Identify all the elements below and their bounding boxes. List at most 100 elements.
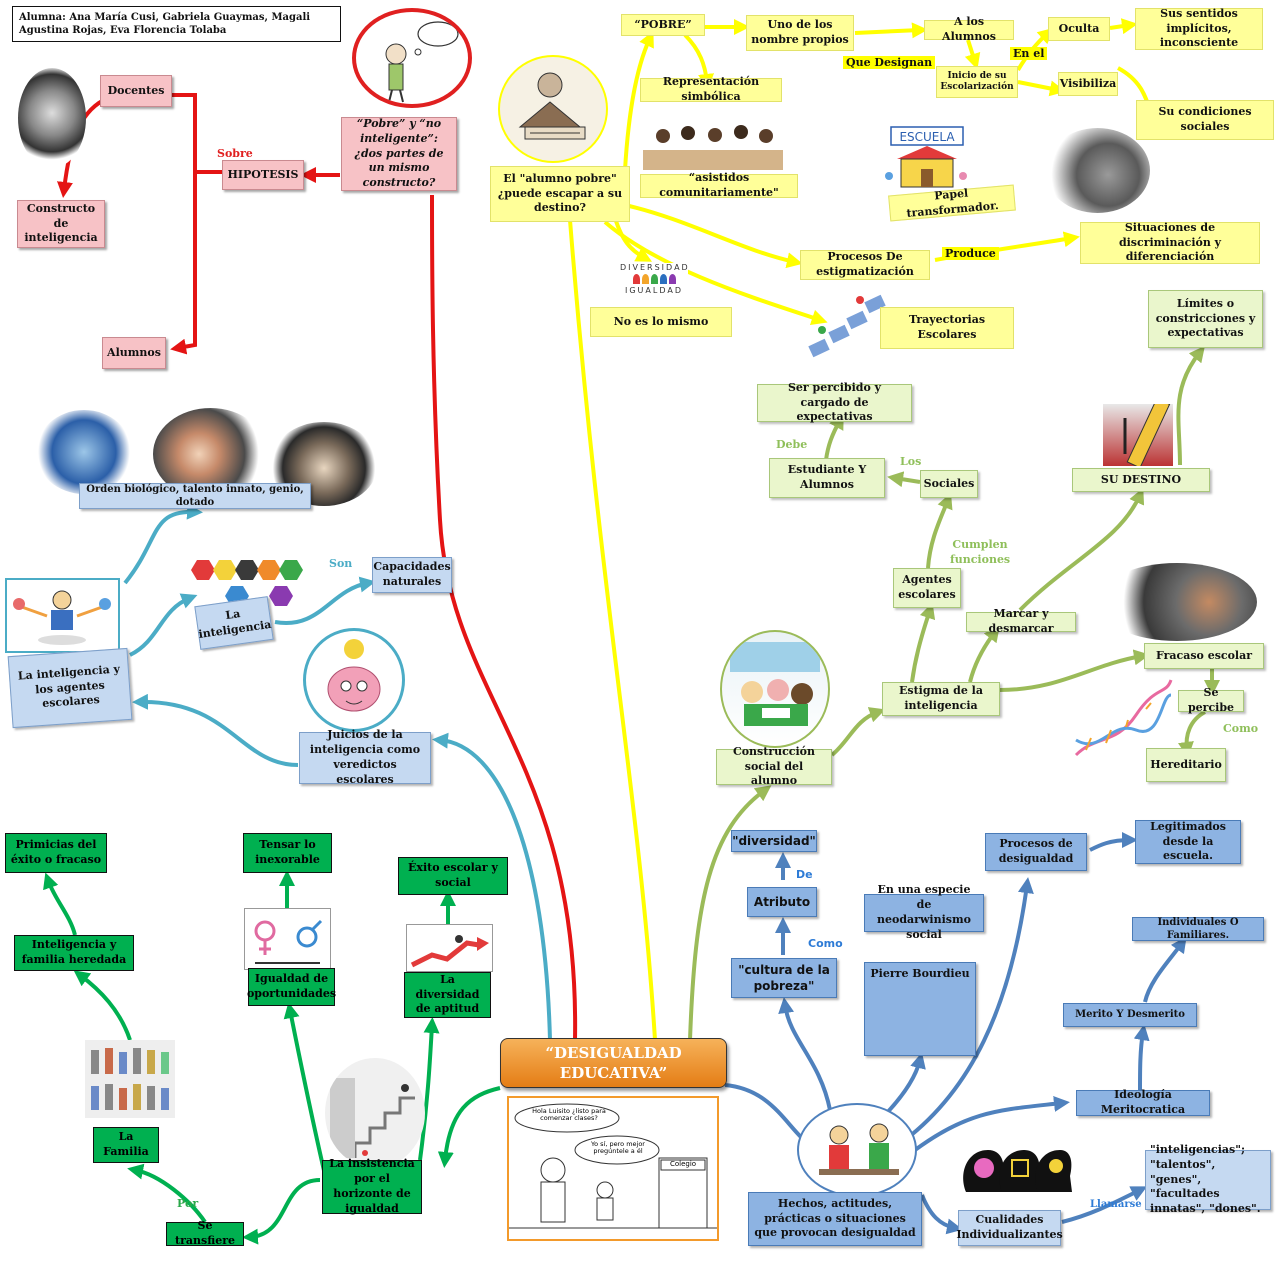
node-tensar: Tensar lo inexorable xyxy=(243,833,332,873)
authors-text: Alumna: Ana María Cusi, Gabriela Guaymas… xyxy=(19,12,311,36)
node-representacion-label: Representación simbólica xyxy=(662,75,760,103)
red-branch-lines xyxy=(57,93,578,1041)
node-trayectorias-label: Trayectorias Escolares xyxy=(908,313,986,341)
node-representacion: Representación simbólica xyxy=(640,75,782,103)
stairs-figure-image xyxy=(325,1058,425,1168)
cartoon-school-sign: Colegio xyxy=(669,1160,697,1168)
node-merito-label: Merito Y Desmerito xyxy=(1075,1009,1185,1021)
node-pobre-question-label: “Pobre” y “no inteligente”: ¿dos partes … xyxy=(354,116,444,190)
node-visibiliza: Visibiliza xyxy=(1058,72,1118,96)
node-individuales-label: Individuales O Familiares. xyxy=(1157,916,1239,942)
pencil-destiny-image xyxy=(1103,404,1173,466)
node-primicias-label: Primicias del éxito o fracaso xyxy=(10,838,102,866)
gender-balance-image xyxy=(244,908,331,970)
label-llamarse: Llamarse xyxy=(1090,1199,1142,1210)
link-to-no-es xyxy=(613,217,653,262)
link-estigma-to-marcar xyxy=(968,625,1000,683)
node-atributo: Atributo xyxy=(747,887,817,917)
node-condiciones-label: Su condiciones sociales xyxy=(1158,105,1252,133)
node-hereditario-label: Hereditario xyxy=(1150,757,1222,771)
node-estigma-label: Estigma de la inteligencia xyxy=(899,684,983,712)
node-limites: Límites o constricciones y expectativas xyxy=(1148,290,1263,348)
link-inicio-to-visibiliza xyxy=(1017,80,1066,97)
node-hipotesis: HIPOTESIS xyxy=(222,160,304,190)
node-docentes: Docentes xyxy=(100,75,172,107)
link-center-to-insistencia xyxy=(437,1086,501,1168)
link-ideologia-to-merito xyxy=(1133,1024,1150,1091)
node-sociales: Sociales xyxy=(920,470,978,498)
node-igualdad: Igualdad de oportunidades xyxy=(247,968,336,1006)
label-en-el: En el xyxy=(1010,47,1048,60)
node-orden: Orden biológico, talento innato, genio, … xyxy=(79,483,311,509)
link-procesos-to-legitimados xyxy=(1089,832,1138,852)
link-pobre-to-representacion xyxy=(683,33,715,90)
node-construccion-label: Construcción social del alumno xyxy=(732,744,816,788)
link-construccion-to-estigma xyxy=(830,707,886,757)
node-alumno-pobre-label: El "alumno pobre" ¿puede escapar a su de… xyxy=(497,171,623,215)
link-hechos-to-procesos xyxy=(903,877,1034,1142)
link-center-to-question xyxy=(430,194,578,1041)
label-que-designan: Que Designan xyxy=(843,56,936,69)
link-to-pobre xyxy=(623,30,654,171)
authors-box: Alumna: Ana María Cusi, Gabriela Guaymas… xyxy=(12,6,341,42)
node-diversidad-blue-label: "diversidad" xyxy=(732,833,816,848)
node-inteligencias-label: "inteligencias"; "talentos", "genes", "f… xyxy=(1150,1142,1261,1216)
node-pobre: “POBRE” xyxy=(621,14,705,36)
link-percibe-to-hereditario xyxy=(1178,710,1207,758)
node-percibido-label: Ser percibido y cargado de expectativas xyxy=(787,380,882,424)
central-topic: “DESIGUALDAD EDUCATIVA” xyxy=(500,1038,727,1088)
node-cultura: "cultura de la pobreza" xyxy=(731,958,837,998)
link-insistencia-to-igualdad xyxy=(283,1002,327,1176)
node-alumnos-red: Alumnos xyxy=(102,337,166,369)
node-marcar-label: Marcar y desmarcar xyxy=(988,607,1054,635)
node-capacidades: Capacidades naturales xyxy=(372,557,452,593)
node-sociales-label: Sociales xyxy=(923,476,975,490)
node-situaciones-label: Situaciones de discriminación y diferenc… xyxy=(1118,220,1222,264)
node-legitimados: Legitimados desde la escuela. xyxy=(1135,820,1241,864)
link-familia-to-herencia xyxy=(73,970,132,1041)
node-su-destino: SU DESTINO xyxy=(1072,468,1210,492)
gear-brain-image xyxy=(18,68,86,168)
link-herencia-to-primicias xyxy=(43,872,77,936)
label-como-green: Como xyxy=(1223,722,1259,735)
growth-arrow-image xyxy=(406,924,493,972)
label-por: Por xyxy=(177,1197,199,1210)
family-photo xyxy=(85,1040,175,1118)
label-produce: Produce xyxy=(942,247,999,260)
node-visibiliza-label: Visibiliza xyxy=(1059,76,1117,90)
node-primicias: Primicias del éxito o fracaso xyxy=(5,833,107,873)
node-procesos-estigma-label: Procesos De estigmatización xyxy=(816,250,914,278)
logo-word-top: DIVERSIDAD xyxy=(620,263,688,272)
node-construccion: Construcción social del alumno xyxy=(716,745,832,787)
node-insistencia-label: La insistencia por el horizonte de igual… xyxy=(329,1157,415,1215)
link-cualidades-to-inteligencias xyxy=(1061,1186,1148,1224)
link-hipotesis-to-docentes xyxy=(172,93,222,174)
label-cumplen: Cumplen funciones xyxy=(950,538,1011,566)
label-debe: Debe xyxy=(776,438,808,451)
node-familia: La Familia xyxy=(93,1127,159,1163)
node-sentidos-label: Sus sentidos implícitos, inconsciente xyxy=(1159,6,1239,50)
node-constructo-label: Constructo de inteligencia xyxy=(24,201,98,245)
label-como-blue: Como xyxy=(808,937,843,950)
node-inteligencias: "inteligencias"; "talentos", "genes", "f… xyxy=(1145,1143,1271,1215)
node-nombre-propios-label: Uno de los nombre propios xyxy=(751,18,849,46)
node-condiciones: Su condiciones sociales xyxy=(1136,100,1274,140)
node-hipotesis-label: HIPOTESIS xyxy=(227,167,299,181)
node-a-los-alumnos-label: A los Alumnos xyxy=(942,15,996,43)
label-son: Son xyxy=(329,557,353,570)
link-estigma-to-fracaso xyxy=(999,649,1150,692)
node-limites-label: Límites o constricciones y expectativas xyxy=(1155,296,1256,340)
node-estudiante-label: Estudiante Y Alumnos xyxy=(787,463,867,491)
link-estigma-to-agentes xyxy=(910,602,936,683)
dna-image xyxy=(1066,675,1176,763)
node-percibido: Ser percibido y cargado de expectativas xyxy=(757,381,912,423)
label-de: De xyxy=(796,868,813,881)
node-herencia: Inteligencia y familia heredada xyxy=(14,935,134,971)
node-transfiere: Se transfiere xyxy=(166,1219,244,1247)
node-insistencia: La insistencia por el horizonte de igual… xyxy=(322,1157,422,1215)
school-drawing: ESCUELA xyxy=(883,124,971,192)
node-juicios-label: Juicios de la inteligencia como veredict… xyxy=(309,728,421,786)
teal-branch-lines xyxy=(123,503,552,1041)
node-pobre-question: “Pobre” y “no inteligente”: ¿dos partes … xyxy=(341,117,457,191)
node-agentes-escolares-label: Agentes escolares xyxy=(898,573,956,601)
